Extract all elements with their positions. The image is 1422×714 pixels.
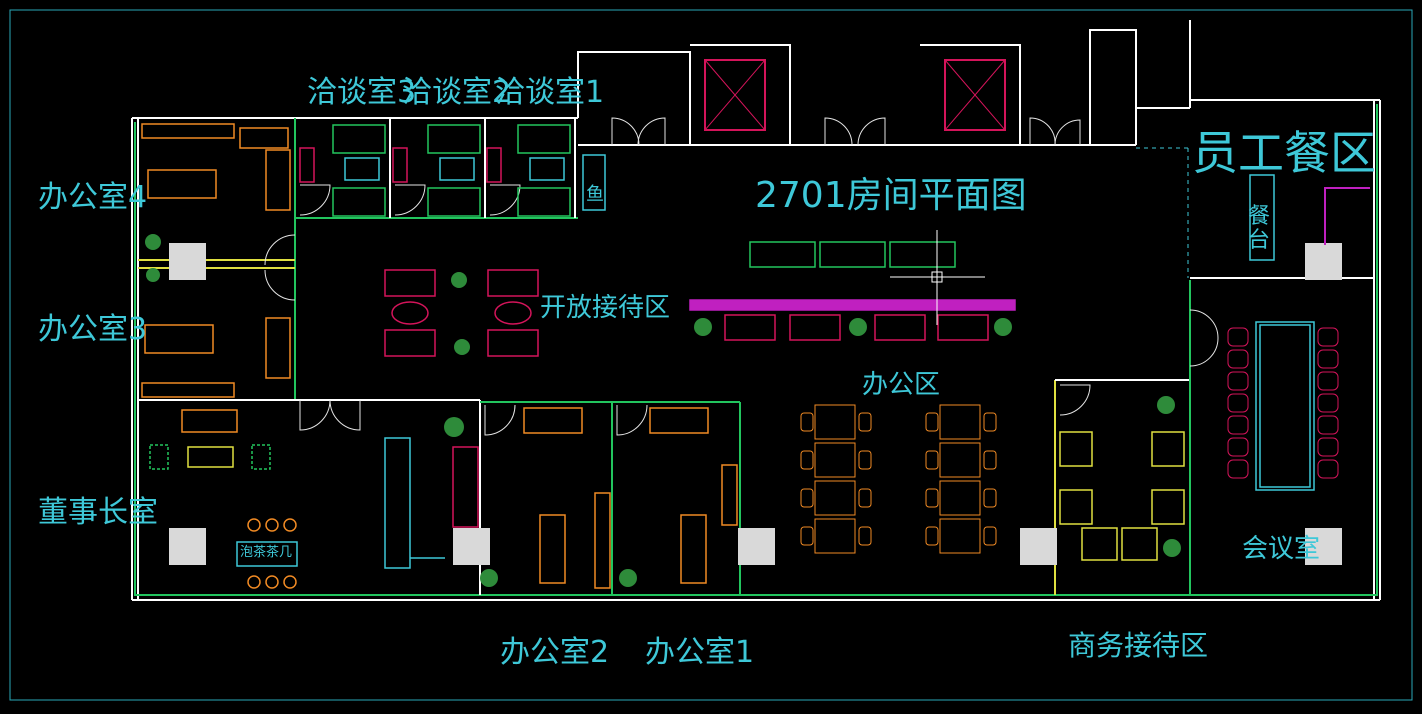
- room-label-staff-dining: 员工餐区: [1192, 126, 1376, 180]
- meeting-chair: [1317, 327, 1339, 347]
- meeting-chair: [1317, 349, 1339, 369]
- room-label-meeting-room: 会议室: [1242, 534, 1321, 564]
- meeting-chair: [1317, 415, 1339, 435]
- workstation-chair: [858, 450, 872, 470]
- dining-counter-box: [1249, 174, 1275, 261]
- workstation-chair: [983, 450, 997, 470]
- dining-pipe: [1324, 187, 1370, 245]
- meeting-chair: [1227, 393, 1249, 413]
- window-strips: [134, 104, 1378, 596]
- shelving: [384, 437, 738, 589]
- meeting-chair: [1227, 371, 1249, 391]
- workstation-desk: [814, 404, 856, 440]
- workstation-desk: [814, 480, 856, 516]
- office-furniture: [141, 123, 1185, 584]
- label-dining-counter: 餐台: [1248, 204, 1271, 254]
- workstation-desk: [939, 518, 981, 554]
- meeting-chair: [1227, 415, 1249, 435]
- potted-plants: [145, 234, 1181, 587]
- workstation-chair: [858, 412, 872, 432]
- outer-walls: [131, 20, 1381, 601]
- meeting-chair: [1317, 459, 1339, 479]
- meeting-chair: [1227, 327, 1249, 347]
- room-label-business-reception: 商务接待区: [1068, 629, 1209, 662]
- drawing-frame: [9, 9, 1413, 701]
- label-tea-table: 泡茶茶几: [240, 545, 293, 560]
- workstation-chair: [800, 412, 814, 432]
- workstation-desk: [939, 442, 981, 478]
- meeting-chair: [1317, 437, 1339, 457]
- bar-counter: [689, 241, 1016, 341]
- workstation-desk: [814, 518, 856, 554]
- workstation-chair: [800, 526, 814, 546]
- elevator-shafts: [704, 59, 1006, 131]
- workstations: [800, 404, 997, 554]
- room-label-office-1: 办公室1: [645, 635, 755, 670]
- open-reception-sofas: [384, 269, 539, 357]
- workstation-chair: [925, 526, 939, 546]
- workstation-desk: [814, 442, 856, 478]
- negotiation-room-furniture: [299, 124, 606, 217]
- room-label-office-area: 办公区: [862, 370, 941, 400]
- room-label-office-3: 办公室3: [38, 312, 148, 347]
- meeting-chair: [1317, 393, 1339, 413]
- workstation-chair: [858, 488, 872, 508]
- drawing-title: 2701房间平面图: [755, 175, 1027, 216]
- room-label-office-4: 办公室4: [38, 180, 148, 215]
- workstation-chair: [800, 488, 814, 508]
- room-label-open-reception: 开放接待区: [540, 293, 671, 323]
- meeting-chair: [1317, 371, 1339, 391]
- workstation-chair: [925, 488, 939, 508]
- workstation-chair: [983, 412, 997, 432]
- label-fish-tank: 鱼: [586, 184, 604, 205]
- workstation-desk: [939, 480, 981, 516]
- meeting-chair: [1227, 437, 1249, 457]
- workstation-desk: [939, 404, 981, 440]
- workstation-chair: [800, 450, 814, 470]
- room-label-chairman: 董事长室: [38, 495, 158, 530]
- room-label-office-2: 办公室2: [500, 635, 610, 670]
- meeting-chair: [1227, 459, 1249, 479]
- workstation-chair: [858, 526, 872, 546]
- meeting-chairs: [1227, 327, 1339, 479]
- room-label-negotiation-1: 洽谈室1: [495, 75, 605, 110]
- workstation-chair: [983, 488, 997, 508]
- meeting-table: [1255, 321, 1315, 491]
- meeting-chair: [1227, 349, 1249, 369]
- workstation-chair: [983, 526, 997, 546]
- door-swings: [264, 117, 1219, 436]
- room-label-negotiation-2: 洽谈室2: [402, 75, 512, 110]
- cad-crosshair: [890, 230, 985, 325]
- structural-columns: [169, 243, 1342, 565]
- tea-table: [149, 444, 298, 589]
- workstation-chair: [925, 450, 939, 470]
- workstation-chair: [925, 412, 939, 432]
- room-label-negotiation-3: 洽谈室3: [307, 75, 417, 110]
